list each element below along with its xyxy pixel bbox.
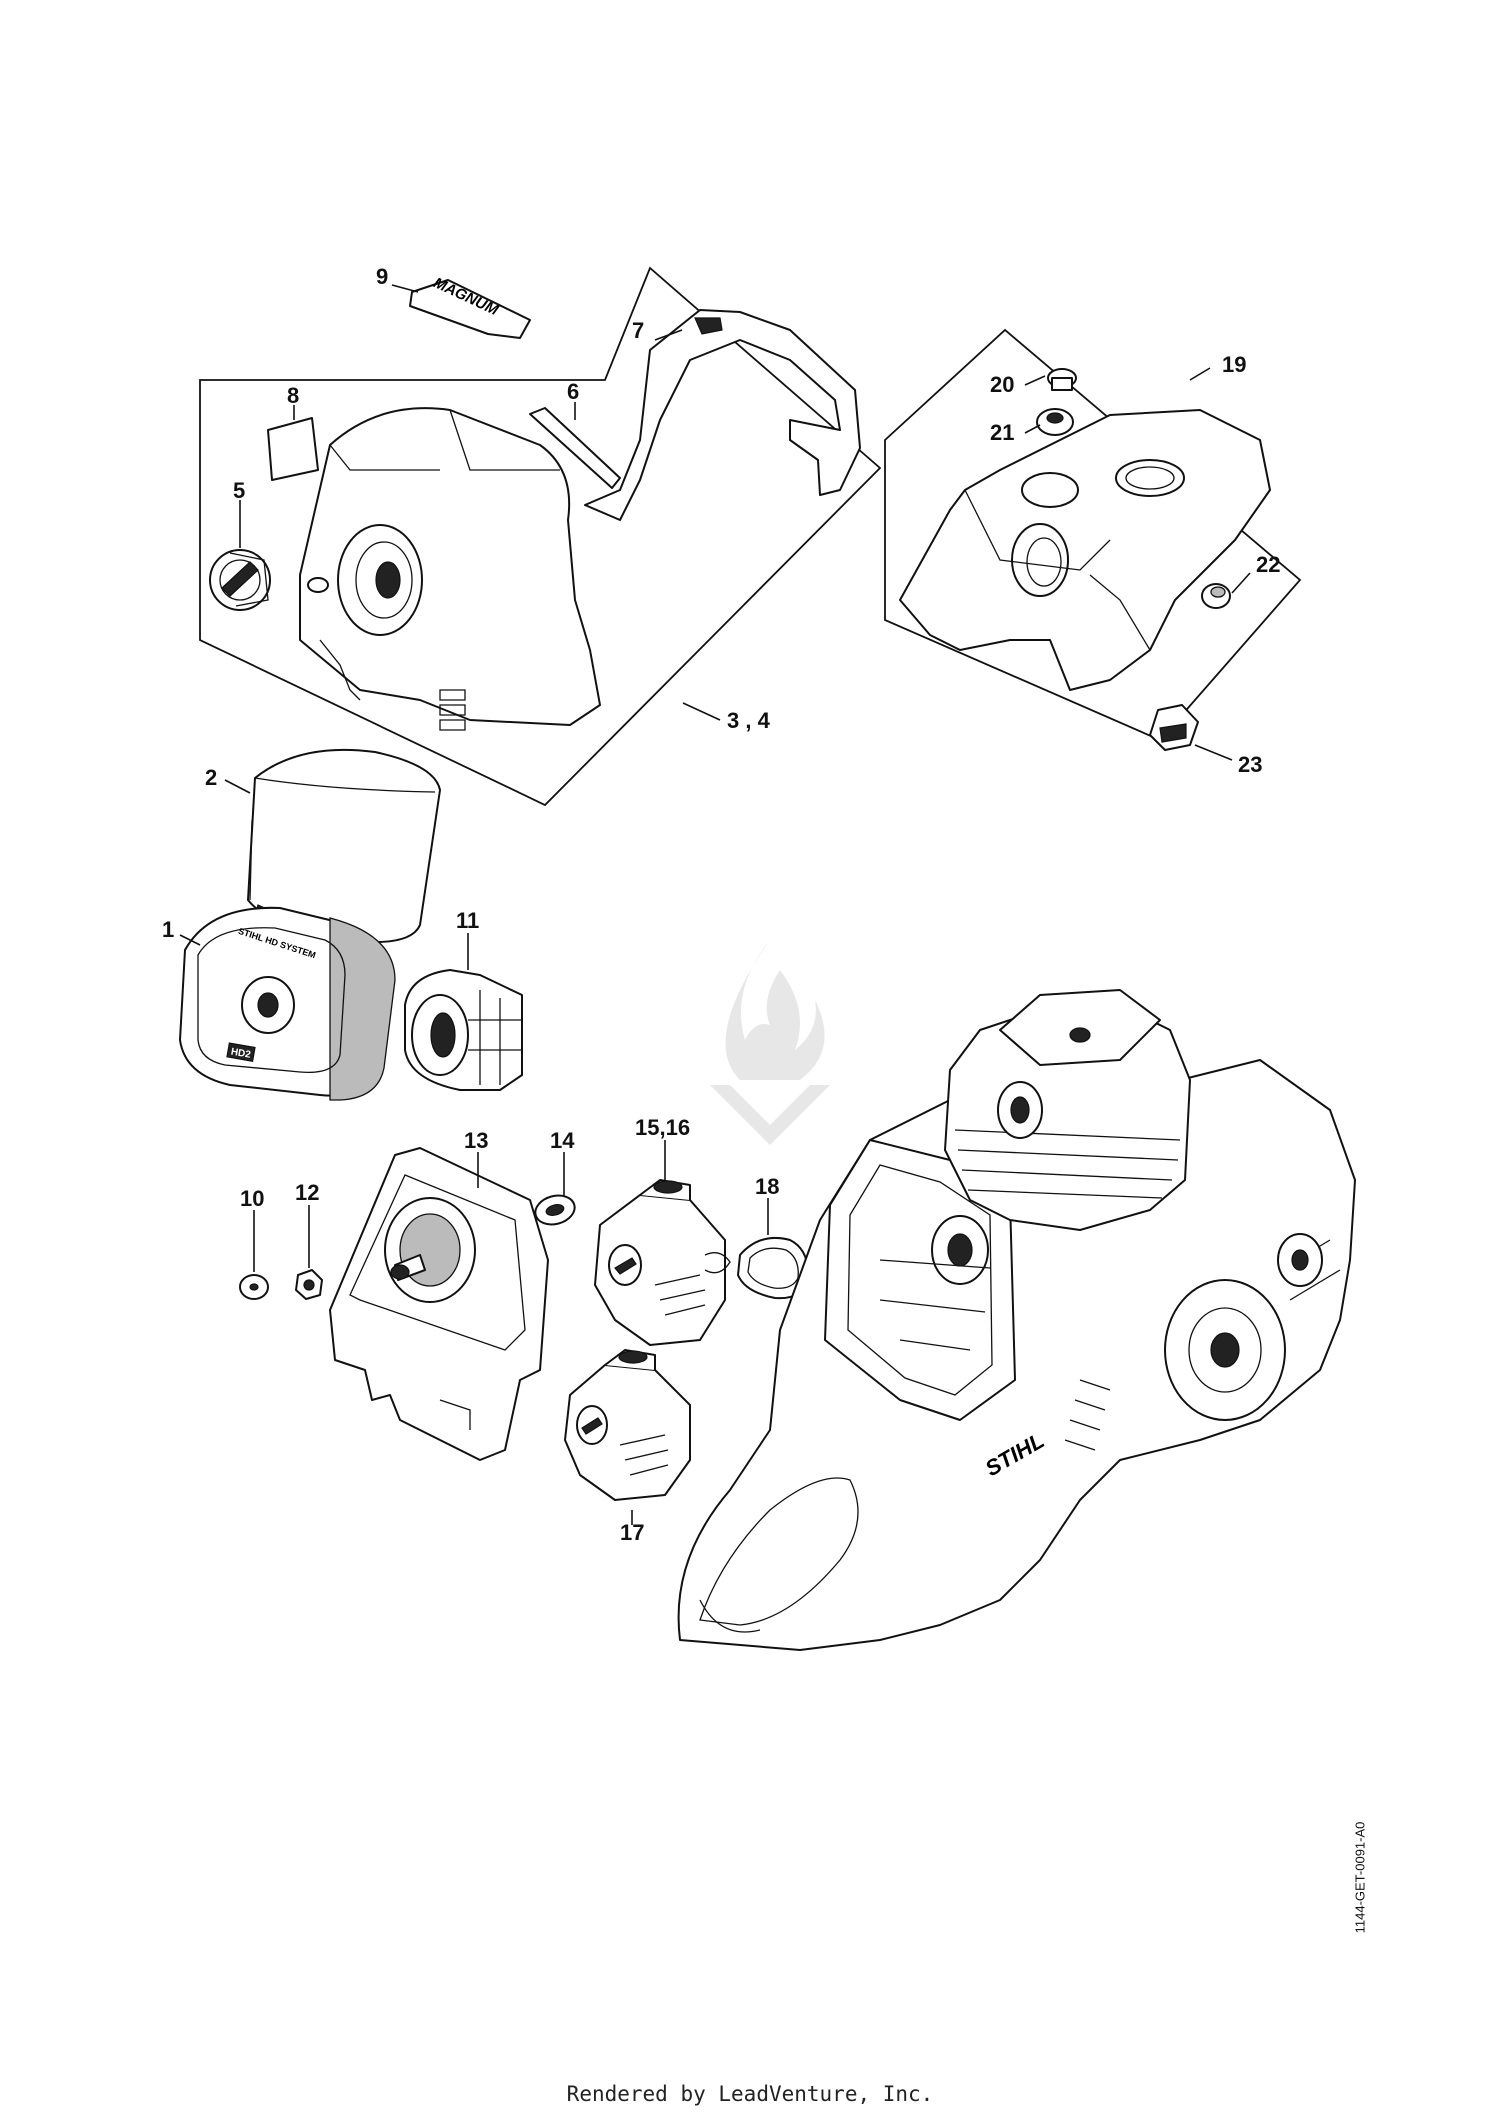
part-9-decal: MAGNUM bbox=[409, 274, 531, 339]
callout-23: 23 bbox=[1238, 752, 1262, 777]
callout-12: 12 bbox=[295, 1180, 319, 1205]
part-15-16-carburetor bbox=[594, 1179, 731, 1346]
part-14-gasket bbox=[534, 1194, 576, 1226]
leader-lines bbox=[179, 284, 1251, 1525]
part-6-seal-strip bbox=[529, 407, 621, 489]
callouts: 9 8 5 6 7 3 , 4 2 1 11 10 12 13 14 15,16… bbox=[162, 264, 1280, 1545]
part-10-washer bbox=[239, 1274, 269, 1300]
part-19-top-cover bbox=[899, 409, 1271, 691]
callout-17: 17 bbox=[620, 1520, 644, 1545]
part-1-air-filter: STIHL HD SYSTEM HD2 bbox=[179, 906, 396, 1101]
part-21-grommet bbox=[1036, 408, 1074, 436]
callout-20: 20 bbox=[990, 372, 1014, 397]
callout-11: 11 bbox=[456, 908, 479, 933]
assembly-frame-3-4 bbox=[199, 266, 882, 807]
drawing-code-vertical: 1144-GET-0091-A0 bbox=[1340, 1700, 1380, 2080]
footer-credit: Rendered by LeadVenture, Inc. bbox=[566, 2082, 934, 2106]
assembly-frame-19 bbox=[884, 328, 1302, 742]
part-7-bracket bbox=[584, 309, 861, 521]
callout-7: 7 bbox=[632, 318, 644, 343]
part-8-label bbox=[267, 417, 319, 481]
callout-21: 21 bbox=[990, 420, 1014, 445]
callout-18: 18 bbox=[755, 1174, 779, 1199]
callout-5: 5 bbox=[233, 478, 245, 503]
callout-10: 10 bbox=[240, 1186, 264, 1211]
power-head: STIHL bbox=[677, 989, 1356, 1651]
drawing-code-text: 1144-GET-0091-A0 bbox=[1352, 1821, 1368, 1934]
callout-22: 22 bbox=[1256, 552, 1280, 577]
callout-3-4: 3 , 4 bbox=[727, 708, 771, 733]
callout-13: 13 bbox=[464, 1128, 488, 1153]
callout-8: 8 bbox=[287, 383, 299, 408]
part-12-nut bbox=[295, 1269, 323, 1300]
part-23-clip-nut bbox=[1149, 704, 1199, 751]
filter-code-text: HD2 bbox=[230, 1046, 252, 1060]
callout-2: 2 bbox=[205, 765, 217, 790]
part-3-4-shroud bbox=[299, 407, 601, 731]
callout-1: 1 bbox=[162, 917, 174, 942]
part-5-twist-lock bbox=[209, 549, 271, 611]
watermark-flame-logo bbox=[710, 940, 830, 1145]
part-17-carburetor bbox=[564, 1349, 691, 1501]
callout-19: 19 bbox=[1222, 352, 1246, 377]
part-13-base-plate bbox=[329, 1147, 549, 1461]
callout-9: 9 bbox=[376, 264, 388, 289]
callout-14: 14 bbox=[550, 1128, 575, 1153]
part-11-filter-support bbox=[404, 969, 523, 1091]
part-20-plug bbox=[1047, 368, 1077, 391]
part-22-grommet bbox=[1201, 583, 1231, 609]
callout-15-16: 15,16 bbox=[635, 1115, 690, 1140]
callout-6: 6 bbox=[567, 379, 579, 404]
